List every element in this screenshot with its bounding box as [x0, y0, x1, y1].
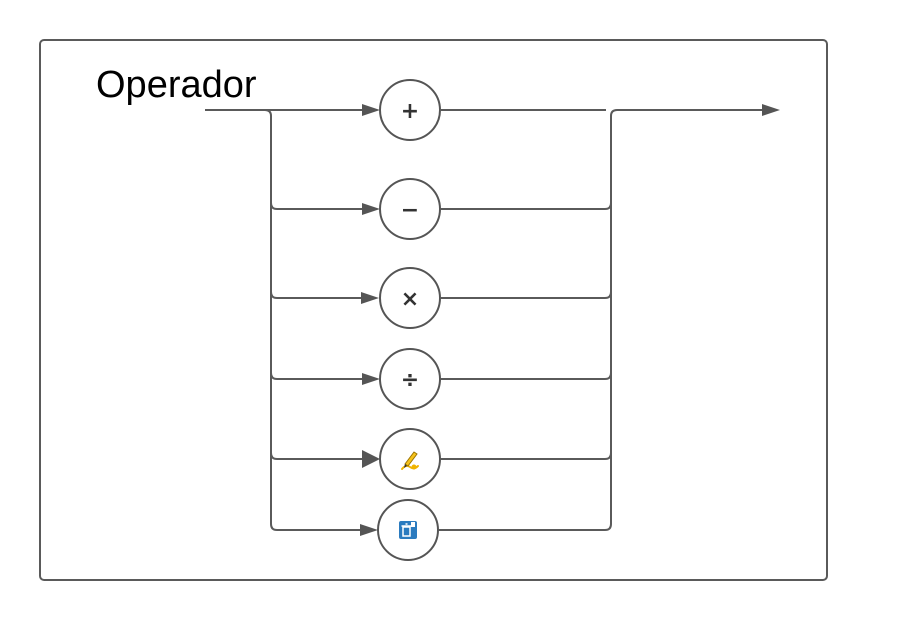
exit-line-delete	[439, 523, 612, 531]
branch-in-divide	[270, 372, 362, 380]
node-delete[interactable]	[377, 499, 439, 561]
pen-writing-icon	[401, 451, 419, 470]
node-minus[interactable]: −	[379, 178, 441, 240]
minus-icon: −	[401, 198, 419, 223]
arrowhead-minus	[362, 203, 380, 215]
exit-line-minus	[441, 202, 612, 210]
plus-icon: +	[401, 99, 419, 124]
left-branch-rail	[264, 109, 278, 531]
output-arrowhead	[762, 104, 780, 116]
arrowhead-edit	[362, 450, 380, 468]
branch-in-minus	[270, 202, 362, 210]
branch-in-edit	[270, 452, 362, 460]
arrowhead-delete	[360, 524, 378, 536]
exit-line-edit	[441, 452, 612, 460]
node-divide[interactable]: ÷	[379, 348, 441, 410]
branch-in-times	[270, 291, 362, 299]
node-plus[interactable]: +	[379, 79, 441, 141]
trash-bin-icon	[399, 521, 417, 539]
right-merge-rail	[610, 109, 762, 524]
times-icon: ×	[401, 287, 419, 312]
arrowhead-divide	[362, 373, 380, 385]
arrowhead-plus	[362, 104, 380, 116]
exit-line-times	[441, 291, 612, 299]
arrowhead-times	[361, 292, 379, 304]
node-times[interactable]: ×	[379, 267, 441, 329]
divide-icon: ÷	[401, 368, 419, 393]
diagram-frame	[39, 39, 828, 581]
diagram-title: Operador	[96, 64, 257, 106]
exit-line-divide	[441, 372, 612, 380]
node-edit[interactable]	[379, 428, 441, 490]
